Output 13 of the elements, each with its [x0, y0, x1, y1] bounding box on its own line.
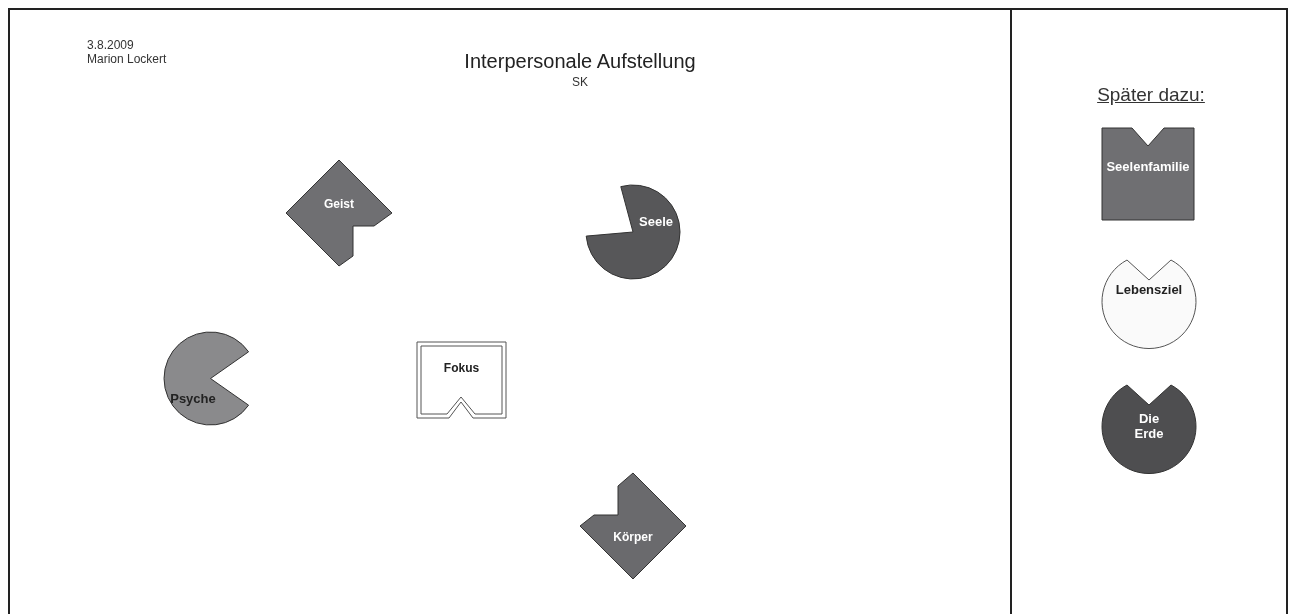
shape-label: Geist [323, 198, 355, 212]
panel-heading: Später dazu: [1096, 84, 1206, 106]
shape-label: Psyche [169, 392, 217, 407]
shape-label: Lebensziel [1114, 283, 1184, 298]
shape-label: Fokus [442, 362, 481, 376]
shape-label: Seele [638, 215, 674, 230]
author-text: Marion Lockert [87, 52, 167, 66]
shape-label: Körper [612, 531, 654, 545]
date-text: 3.8.2009 [87, 38, 134, 52]
diagram-title: Interpersonale Aufstellung [463, 50, 697, 73]
subtitle-text: SK [571, 75, 589, 89]
shape-label: Die Erde [1133, 412, 1165, 442]
shape-label: Seelenfamilie [1105, 160, 1191, 175]
